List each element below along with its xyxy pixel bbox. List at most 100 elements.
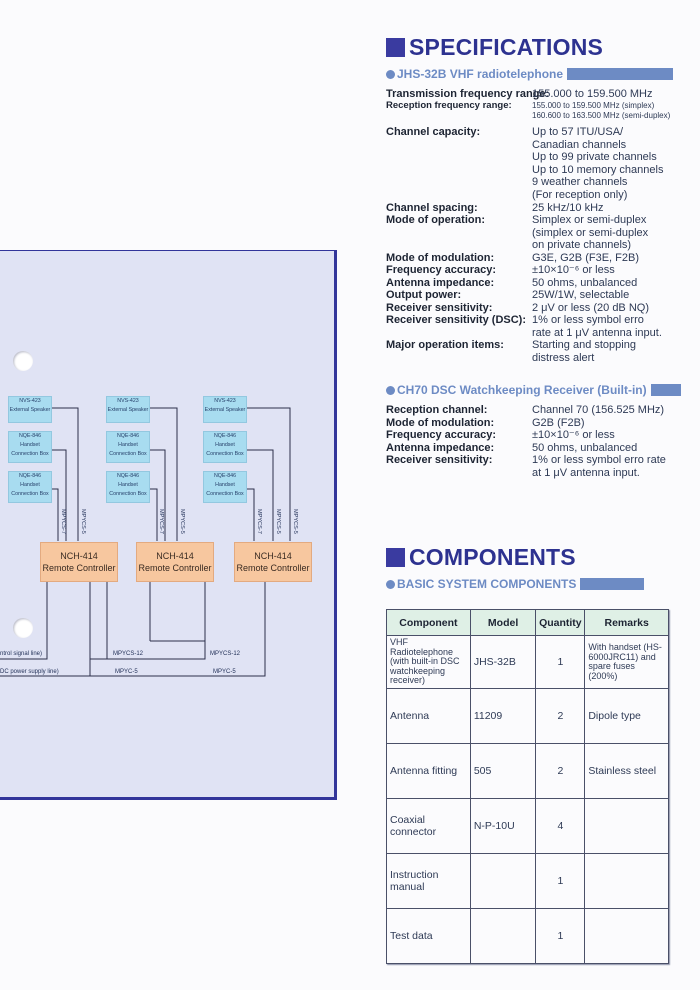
spec-label: Mode of operation: (386, 214, 485, 226)
line-label: DC power supply line) (0, 669, 59, 675)
table-header-row: Component Model Quantity Remarks (386, 609, 669, 636)
subheading-text: JHS-32B VHF radiotelephone (397, 67, 564, 81)
components-heading: COMPONENTS (386, 544, 576, 571)
column-header-model: Model (469, 609, 537, 636)
box-caption: Handset (118, 442, 138, 448)
cell-component: Antenna fitting (386, 743, 471, 799)
box-model: NCH-414 (156, 551, 194, 561)
column-header-remarks: Remarks (584, 609, 669, 636)
cell-quantity: 2 (535, 743, 586, 799)
box-caption: Connection Box (11, 451, 49, 457)
box-caption: Remote Controller (236, 563, 310, 573)
heading-text: SPECIFICATIONS (409, 34, 604, 60)
column-header-component: Component (386, 609, 471, 636)
binder-hole (13, 618, 33, 638)
spec-value: distress alert (532, 351, 595, 364)
cell-quantity: 2 (535, 688, 586, 744)
box-model: NQE-846 (18, 473, 42, 479)
box-caption: Remote Controller (138, 563, 212, 573)
spec-label: Major operation items: (386, 339, 504, 351)
box-model: NQE-846 (213, 433, 237, 439)
spec-value: Canadian channels (532, 138, 627, 151)
spec-label: Reception frequency range: (386, 100, 512, 111)
spec-value: (simplex or semi-duplex (532, 226, 649, 239)
spec-label: Frequency accuracy: (386, 429, 497, 441)
heading-text: COMPONENTS (409, 544, 576, 570)
spec-label: Receiver sensitivity: (386, 301, 493, 314)
spec-value: (For reception only) (532, 189, 628, 201)
cable-label: MPYCS-12 (113, 651, 144, 657)
cell-quantity: 1 (535, 635, 586, 689)
spec-value: at 1 μV antenna input. (532, 466, 640, 479)
cable-label: MPYCS-5 (179, 509, 185, 534)
heading-square-icon (386, 548, 405, 567)
binder-hole (13, 351, 33, 371)
spec-value: 2 μV or less (20 dB NQ) (532, 301, 649, 314)
spec-label: Antenna impedance: (386, 441, 495, 454)
spec-label: Reception channel: (386, 404, 488, 416)
cable-label: MPYC-5 (213, 669, 236, 675)
basic-components-subheading: BASIC SYSTEM COMPONENTS (386, 577, 645, 591)
spec-label: Receiver sensitivity (DSC): (386, 314, 526, 326)
box-caption: External Speaker (107, 407, 149, 413)
cell-remarks: With handset (HS-6000JRC11) and spare fu… (584, 635, 669, 689)
cable-label: MPYCS-7 (256, 509, 262, 534)
spec-label: Channel capacity: (386, 126, 481, 138)
table-row: Antenna fitting 505 2 Stainless steel (386, 743, 669, 799)
cell-model: JHS-32B (469, 635, 537, 689)
heading-square-icon (386, 38, 405, 57)
spec-value: G2B (F2B) (532, 416, 585, 429)
spec-value: 160.600 to 163.500 MHz (semi-duplex) (532, 111, 671, 120)
spec-value: 155.000 to 159.500 MHz (532, 88, 653, 100)
spec-label: Output power: (386, 289, 462, 301)
cable-label: MPYCS-7 (60, 509, 66, 534)
bullet-icon (386, 579, 395, 589)
box-model: NQE-846 (18, 433, 42, 439)
bullet-icon (386, 69, 395, 79)
cable-label: MPYCS-5 (275, 509, 281, 534)
box-caption: Connection Box (109, 491, 147, 497)
box-caption: Connection Box (109, 451, 147, 457)
cell-model: N-P-10U (469, 798, 537, 854)
box-model: NQE-846 (116, 433, 140, 439)
subheading-text: BASIC SYSTEM COMPONENTS (397, 577, 577, 591)
spec-value: G3E, G2B (F3E, F2B) (532, 251, 639, 264)
subheading-bar (567, 68, 674, 80)
ch70-subheading: CH70 DSC Watchkeeping Receiver (Built-in… (386, 383, 681, 397)
cable-label: MPYCS-5 (292, 509, 298, 534)
box-model: NQE-846 (213, 473, 237, 479)
spec-label: Transmission frequency range: (386, 88, 550, 100)
cable-label: MPYCS-5 (80, 509, 86, 534)
cell-model (469, 853, 537, 909)
box-caption: Handset (118, 482, 138, 488)
box-caption: External Speaker (204, 407, 246, 413)
cell-model: 11209 (469, 688, 537, 744)
table-row: VHF Radiotelephone (with built-in DSC wa… (386, 635, 669, 689)
cell-model (469, 908, 537, 964)
box-caption: Handset (20, 482, 40, 488)
table-row: Coaxial connector N-P-10U 4 (386, 798, 669, 854)
cable-label: MPYCS-7 (158, 509, 164, 534)
table-row: Test data 1 (386, 908, 669, 964)
spec-label: Mode of modulation: (386, 416, 495, 429)
cable-label: MPYCS-12 (210, 651, 241, 657)
box-model: NVS-423 (19, 398, 41, 404)
cell-component: Test data (386, 908, 471, 964)
spec-value: 50 ohms, unbalanced (532, 441, 638, 454)
table-row: Instruction manual 1 (386, 853, 669, 909)
box-caption: External Speaker (9, 407, 51, 413)
box-caption: Handset (215, 482, 235, 488)
spec-label: Frequency accuracy: (386, 264, 497, 276)
table-row: Antenna 11209 2 Dipole type (386, 688, 669, 744)
spec-label: Channel spacing: (386, 202, 478, 214)
subheading-bar (650, 384, 681, 396)
cell-remarks: Stainless steel (584, 743, 669, 799)
